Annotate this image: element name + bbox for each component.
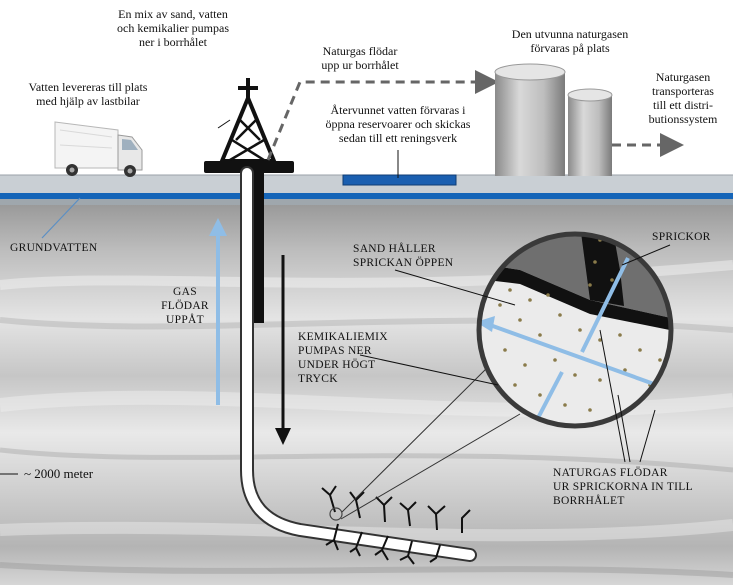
- cracks-label: SPRICKOR: [652, 231, 711, 243]
- sand-line-2: SPRICKAN ÖPPEN: [353, 257, 454, 269]
- stored-gas-label: Den utvunna naturgasen förvaras på plats: [495, 27, 645, 55]
- transport-line-2: transporteras: [652, 84, 714, 98]
- chem-line-2: PUMPAS NER: [298, 345, 372, 357]
- groundwater-pointer: [41, 197, 81, 239]
- chem-line-3: UNDER HÖGT: [298, 359, 376, 371]
- water-delivery-line-1: Vatten levereras till plats: [28, 80, 148, 94]
- gas-from-cracks-line-1: NATURGAS FLÖDAR: [553, 467, 668, 479]
- chem-line-4: TRYCK: [298, 373, 338, 385]
- truck-icon: [54, 121, 143, 177]
- gas-from-cracks-line-2: UR SPRICKORNA IN TILL: [553, 481, 693, 493]
- stored-line-2: förvaras på plats: [530, 41, 610, 55]
- recycled-line-2: öppna reservoarer och skickas: [325, 117, 471, 131]
- gas-up-line-3: UPPÅT: [166, 314, 204, 326]
- mix-line-1: En mix av sand, vatten: [118, 7, 228, 21]
- transport-line-3: till ett distri-: [653, 98, 713, 112]
- chem-line-1: KEMIKALIEMIX: [298, 331, 388, 343]
- groundwater-layer: [0, 193, 733, 199]
- recycled-line-3: sedan till ett reningsverk: [338, 131, 458, 145]
- gas-up-line-1: GAS: [173, 286, 197, 298]
- gas-from-cracks-label: NATURGAS FLÖDAR UR SPRICKORNA IN TILL BO…: [553, 466, 693, 508]
- gas-flows-up-label: Naturgas flödar upp ur borrhålet: [305, 44, 415, 72]
- magnified-fracture-view: [476, 231, 674, 429]
- mix-line-3: ner i borrhålet: [139, 35, 207, 49]
- mix-line-2: och kemikalier pumpas: [117, 21, 229, 35]
- water-delivery-line-2: med hjälp av lastbilar: [36, 94, 140, 108]
- sand-line-1: SAND HÅLLER: [353, 243, 436, 255]
- wellbore: [240, 166, 477, 562]
- water-reservoir: [342, 174, 457, 186]
- transport-line-1: Naturgasen: [655, 70, 711, 84]
- gas-from-cracks-line-3: BORRHÅLET: [553, 495, 625, 507]
- gas-flows-up-line-2: upp ur borrhålet: [321, 58, 399, 72]
- zoom-origin-circle: [329, 507, 343, 521]
- gas-flow-dashed-arrow: [266, 70, 499, 161]
- pointer-lines: [0, 119, 671, 475]
- groundwater-label: GRUNDVATTEN: [10, 242, 98, 254]
- drilling-rig-icon: [204, 78, 294, 173]
- transport-line-4: butionssystem: [648, 112, 718, 126]
- fractures: [321, 485, 471, 565]
- gas-up-line-2: FLÖDAR: [161, 300, 209, 312]
- chemical-mix-label: KEMIKALIEMIX PUMPAS NER UNDER HÖGT TRYCK: [298, 330, 388, 386]
- recycled-line-1: Återvunnet vatten förvaras i: [330, 103, 466, 117]
- transport-label: Naturgasen transporteras till ett distri…: [633, 70, 733, 126]
- gas-up-label: GAS FLÖDAR UPPÅT: [156, 285, 214, 327]
- mix-label: En mix av sand, vatten och kemikalier pu…: [108, 7, 238, 49]
- gas-flows-up-line-1: Naturgas flödar: [322, 44, 398, 58]
- storage-tanks-icon: [494, 63, 613, 176]
- recycled-water-label: Återvunnet vatten förvaras i öppna reser…: [308, 103, 488, 145]
- depth-label: ~ 2000 meter: [24, 466, 94, 481]
- sand-label: SAND HÅLLER SPRICKAN ÖPPEN: [353, 242, 453, 270]
- water-delivery-label: Vatten levereras till plats med hjälp av…: [8, 80, 168, 108]
- stored-line-1: Den utvunna naturgasen: [511, 27, 629, 41]
